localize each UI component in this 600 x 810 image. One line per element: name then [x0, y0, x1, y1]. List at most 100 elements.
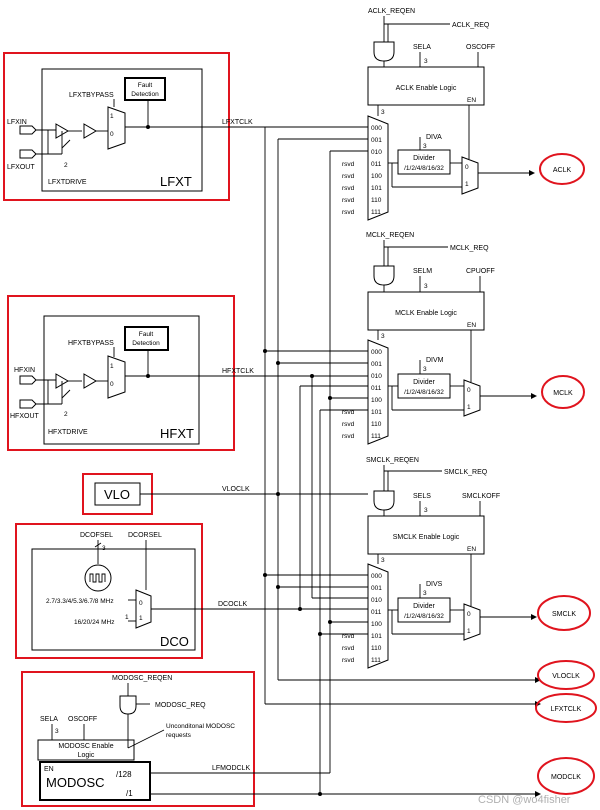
lfxt-junction — [146, 125, 150, 129]
modosc-uncond-line — [127, 729, 165, 749]
mclk-reqen-label: MCLK_REQEN — [366, 232, 414, 239]
aclk-source-mux — [367, 115, 389, 221]
modosc-and-gate — [119, 695, 137, 715]
aclk-div-bits: 3 — [423, 143, 427, 150]
smclk-req-label: SMCLK_REQ — [444, 469, 488, 476]
smclk-highlight — [537, 595, 591, 631]
lfmodclk-label: LFMODCLK — [212, 765, 250, 772]
aclk-rsvd-2: rsvd — [342, 173, 355, 180]
smclk-outmux-1: 1 — [467, 628, 471, 635]
aclk-logic-text: ACLK Enable Logic — [396, 85, 457, 92]
mclk-sel-label: SELM — [413, 268, 432, 275]
aclk-in-001: 001 — [371, 137, 382, 144]
lfxout-label: LFXOUT — [7, 164, 35, 171]
lfxt-fault-text-1: Fault — [138, 82, 153, 89]
dco-freq-1-sup: 1 — [125, 614, 129, 621]
aclk-in-100: 100 — [371, 173, 382, 180]
hfxout-pin — [19, 399, 37, 409]
smclk-reqen-label: SMCLK_REQEN — [366, 457, 419, 464]
modosc-section: MODOSC_REQEN MODOSC_REQ SELA OSCOFF 3 MO… — [21, 671, 541, 807]
dco-section: DCO DCOFSEL DCORSEL 3 0 1 2.7/3.3/4/5.3/… — [15, 523, 368, 659]
modosc-uncond-text-1: Unconditonal MODOSC — [166, 723, 235, 730]
hfxin-label: HFXIN — [14, 367, 35, 374]
aclk-req-label: ACLK_REQ — [452, 22, 490, 29]
smclk-source-mux — [367, 563, 389, 669]
aclk-off-label: OSCOFF — [466, 44, 495, 51]
mclk-in-100: 100 — [371, 397, 382, 404]
mclk-in-011: 011 — [371, 385, 382, 392]
aclk-rsvd-3: rsvd — [342, 185, 355, 192]
aclk-in-101: 101 — [371, 185, 382, 192]
lfxt-mux-in-1: 1 — [110, 113, 114, 120]
smclk-in-000: 000 — [371, 573, 382, 580]
lfxout-pin — [19, 149, 37, 159]
aclk-rsvd-5: rsvd — [342, 209, 355, 216]
mclk-mux-bits: 3 — [381, 333, 385, 340]
mclk-outmux-1: 1 — [467, 404, 471, 411]
hfxt-block-label: HFXT — [160, 426, 194, 441]
smclk-sel-label: SELS — [413, 493, 431, 500]
modosc-enable-logic — [37, 739, 135, 761]
mclk-div-sel: DIVM — [426, 357, 444, 364]
hfxt-amp-2 — [83, 373, 97, 389]
hfxt-fault-detection — [124, 326, 169, 351]
mclk-path: MCLK_REQEN MCLK_REQ SELM 3 CPUOFF MCLK E… — [342, 232, 585, 445]
vloclk-highlight — [537, 660, 595, 690]
modclk-output-label: MODCLK — [551, 774, 581, 781]
mclk-divider-text-1: Divider — [413, 379, 435, 386]
aclk-en-label: EN — [467, 97, 476, 104]
hfxt-fault-text-1: Fault — [139, 331, 154, 338]
lfxt-highlight-box — [3, 52, 230, 201]
smclk-enable-logic — [367, 515, 485, 555]
aclk-output-label: ACLK — [553, 167, 572, 174]
mclk-divider-text-2: /1/2/4/8/16/32 — [404, 389, 444, 396]
lfxtclk-output-label: LFXTCLK — [551, 706, 582, 713]
modosc-sela-bits: 3 — [55, 728, 59, 735]
smclk-divider-text-2: /1/2/4/8/16/32 — [404, 613, 444, 620]
mclk-highlight — [541, 375, 585, 409]
aclk-and-gate — [373, 41, 395, 62]
lfxt-section: LFXT LFXTBYPASS Fault Detection 1 0 LFXT… — [3, 52, 368, 201]
dco-range-mux — [135, 589, 152, 629]
bus-dot — [318, 792, 322, 796]
mclk-in-101: 101 — [371, 409, 382, 416]
modosc-enable-text-2: Logic — [78, 752, 95, 759]
modosc-block-label: MODOSC — [46, 775, 105, 790]
smclk-in-001: 001 — [371, 585, 382, 592]
mclk-div-bits: 3 — [423, 366, 427, 373]
dcofsel-label: DCOFSEL — [80, 532, 113, 539]
hfxt-highlight-box — [7, 295, 235, 451]
modosc-oscoff-label: OSCOFF — [68, 716, 97, 723]
mclk-req-label: MCLK_REQ — [450, 245, 489, 252]
dco-mux-in-0: 0 — [139, 600, 143, 607]
modosc-reqen-label: MODOSC_REQEN — [112, 675, 172, 682]
aclk-divider — [397, 149, 451, 175]
modosc-en-label: EN — [44, 766, 54, 773]
dco-square-wave-icon — [89, 573, 106, 583]
dco-freq-0: 2.7/3.3/4/5.3/6.7/8 MHz — [46, 598, 114, 605]
hfxt-drive-bits: 2 — [64, 411, 68, 418]
aclk-in-110: 110 — [371, 197, 382, 204]
dcoclk-label: DCOCLK — [218, 601, 248, 608]
smclk-and-gate — [373, 490, 395, 511]
dco-highlight-box — [15, 523, 203, 659]
direct-outputs: VLOCLK LFXTCLK MODCLK — [535, 660, 597, 795]
aclk-rsvd-4: rsvd — [342, 197, 355, 204]
mclk-rsvd-2: rsvd — [342, 421, 355, 428]
modosc-div128: /128 — [116, 770, 132, 779]
modosc-div1: /1 — [126, 789, 133, 798]
modosc-block — [39, 761, 151, 801]
mclk-source-mux — [367, 339, 389, 445]
hfxt-bypass-label: HFXTBYPASS — [68, 340, 114, 347]
dcofsel-slash — [94, 542, 102, 548]
lfxt-fault-detection — [124, 77, 166, 101]
aclk-enable-logic — [367, 66, 485, 106]
modosc-uncond-text-2: requests — [166, 732, 192, 739]
aclk-outmux-1: 1 — [465, 181, 469, 188]
smclk-rsvd-1: rsvd — [342, 645, 355, 652]
hfxt-fault-text-2: Detection — [132, 340, 160, 347]
smclk-en-label: EN — [467, 546, 476, 553]
smclk-out-mux — [463, 603, 481, 641]
hfxt-junction — [146, 374, 150, 378]
vlo-block-label: VLO — [104, 487, 130, 502]
